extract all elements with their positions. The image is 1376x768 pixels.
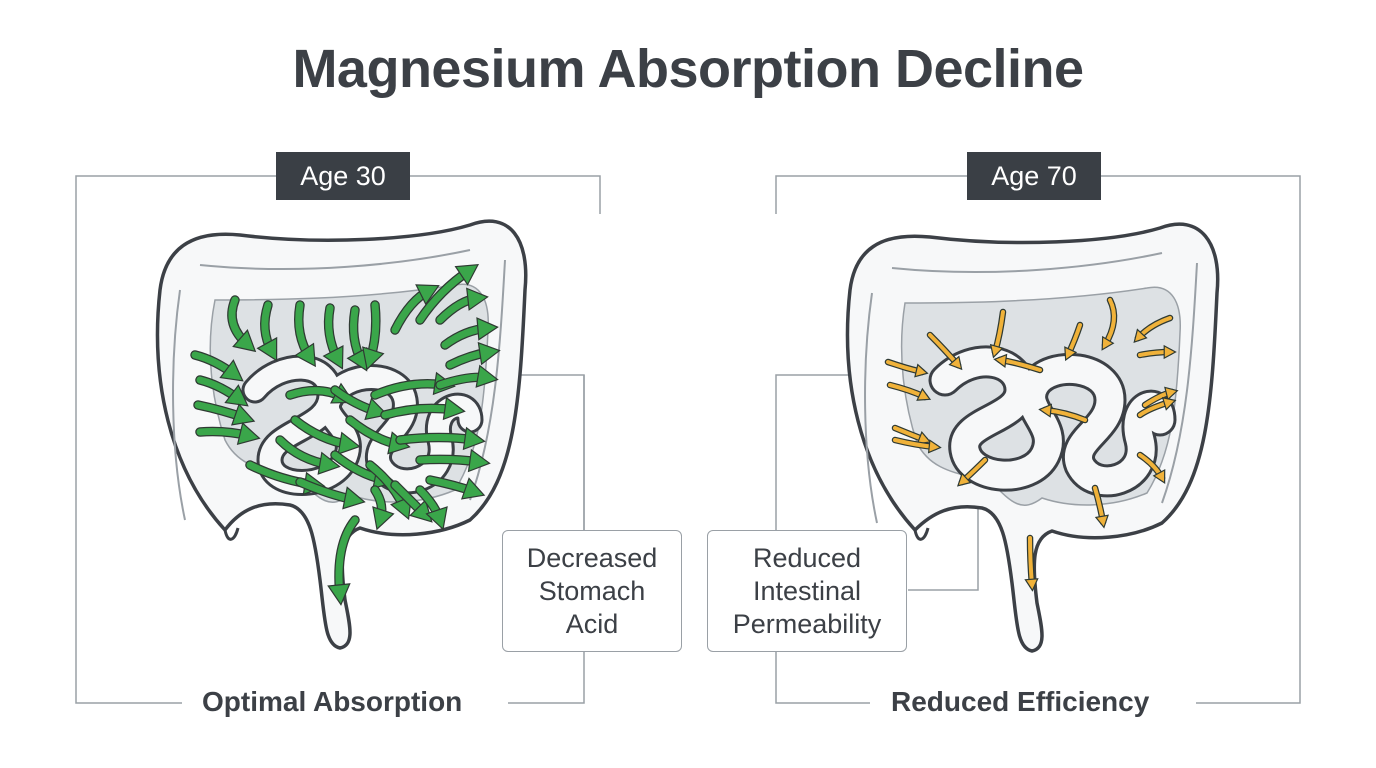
absorption-arrow-head [409,499,433,523]
absorption-arrow-head [224,384,249,407]
age-70-label: Age 70 [967,152,1101,200]
absorption-arrow-head [454,263,480,286]
absorption-arrow-head [1161,396,1177,411]
colon-band-left [172,249,506,521]
absorption-arrow-head [914,363,929,378]
appendix-left [223,527,240,541]
absorption-arrows-age-70 [884,296,1179,592]
intestine-age-70 [845,222,1220,653]
absorption-arrow-head [475,364,499,388]
absorption-arrow-head [232,329,257,353]
absorption-arrow-head [415,284,440,306]
absorption-arrow-head [362,346,385,371]
small-intestine-coils-left-fill [244,357,481,493]
absorption-arrow-head [425,506,448,531]
caption-reduced-efficiency: Reduced Efficiency [891,686,1150,717]
callout-line: Reduced [752,542,862,573]
absorption-arrow-head [1163,344,1177,360]
absorption-arrow-head [927,439,942,454]
diagram-title: Magnesium Absorption Decline [292,39,1084,99]
appendix-right [913,527,930,541]
caption-optimal-absorption: Optimal Absorption [202,686,463,717]
absorption-arrow-head [1064,346,1078,362]
callout-reduced-intestinal-permeability: Reduced Intestinal Permeability [707,530,907,652]
absorption-arrow-head [462,426,486,451]
absorption-arrow-head [322,345,344,370]
absorption-arrow-head [916,387,932,401]
absorption-arrow-head [989,343,1004,359]
callout-decreased-stomach-acid: Decreased Stomach Acid [502,530,682,652]
absorption-arrow-head [476,317,499,341]
absorption-arrow-head [1101,335,1115,351]
absorption-arrow-head [1152,468,1166,484]
absorption-arrow-head [460,477,486,500]
absorption-arrows-age-30 [190,263,501,606]
absorption-arrow-head [1094,514,1109,529]
absorption-arrow-head [993,353,1008,368]
callout-line: Intestinal [752,575,862,606]
absorption-arrow-head [467,448,491,473]
absorption-arrow-head [317,451,341,475]
callout-line: Acid [565,608,619,639]
absorption-arrow-head [1024,578,1039,592]
colon-band-right [864,252,1198,524]
small-intestine-coils-right-fill [931,348,1174,495]
age-30-label: Age 30 [276,152,410,200]
right-callout-connector [908,490,979,591]
absorption-arrow [1028,536,1034,587]
absorption-arrow-head [477,341,501,366]
callout-line: Stomach [538,575,646,606]
absorption-arrow-head [342,486,366,510]
absorption-arrow-head [1164,386,1179,401]
absorption-arrow-head [948,355,963,371]
absorption-arrow-head [372,506,395,531]
absorption-arrow-head [219,359,244,382]
absorption-arrow-head [327,583,351,606]
absorption-arrow-head [256,336,278,362]
callout-line: Decreased [526,542,658,573]
absorption-arrow-head [466,287,489,311]
absorption-arrow-head [337,431,361,455]
absorption-arrow-head [1133,328,1148,343]
absorption-arrow-head [957,472,972,487]
callout-line: Permeability [732,608,882,639]
absorption-arrow [396,434,479,444]
absorption-arrow-head [1038,403,1053,418]
intestine-age-30 [155,219,528,650]
absorption-arrow-head [236,422,261,445]
absorption-arrow-head [294,342,316,368]
absorption-arrow-head [442,396,466,421]
